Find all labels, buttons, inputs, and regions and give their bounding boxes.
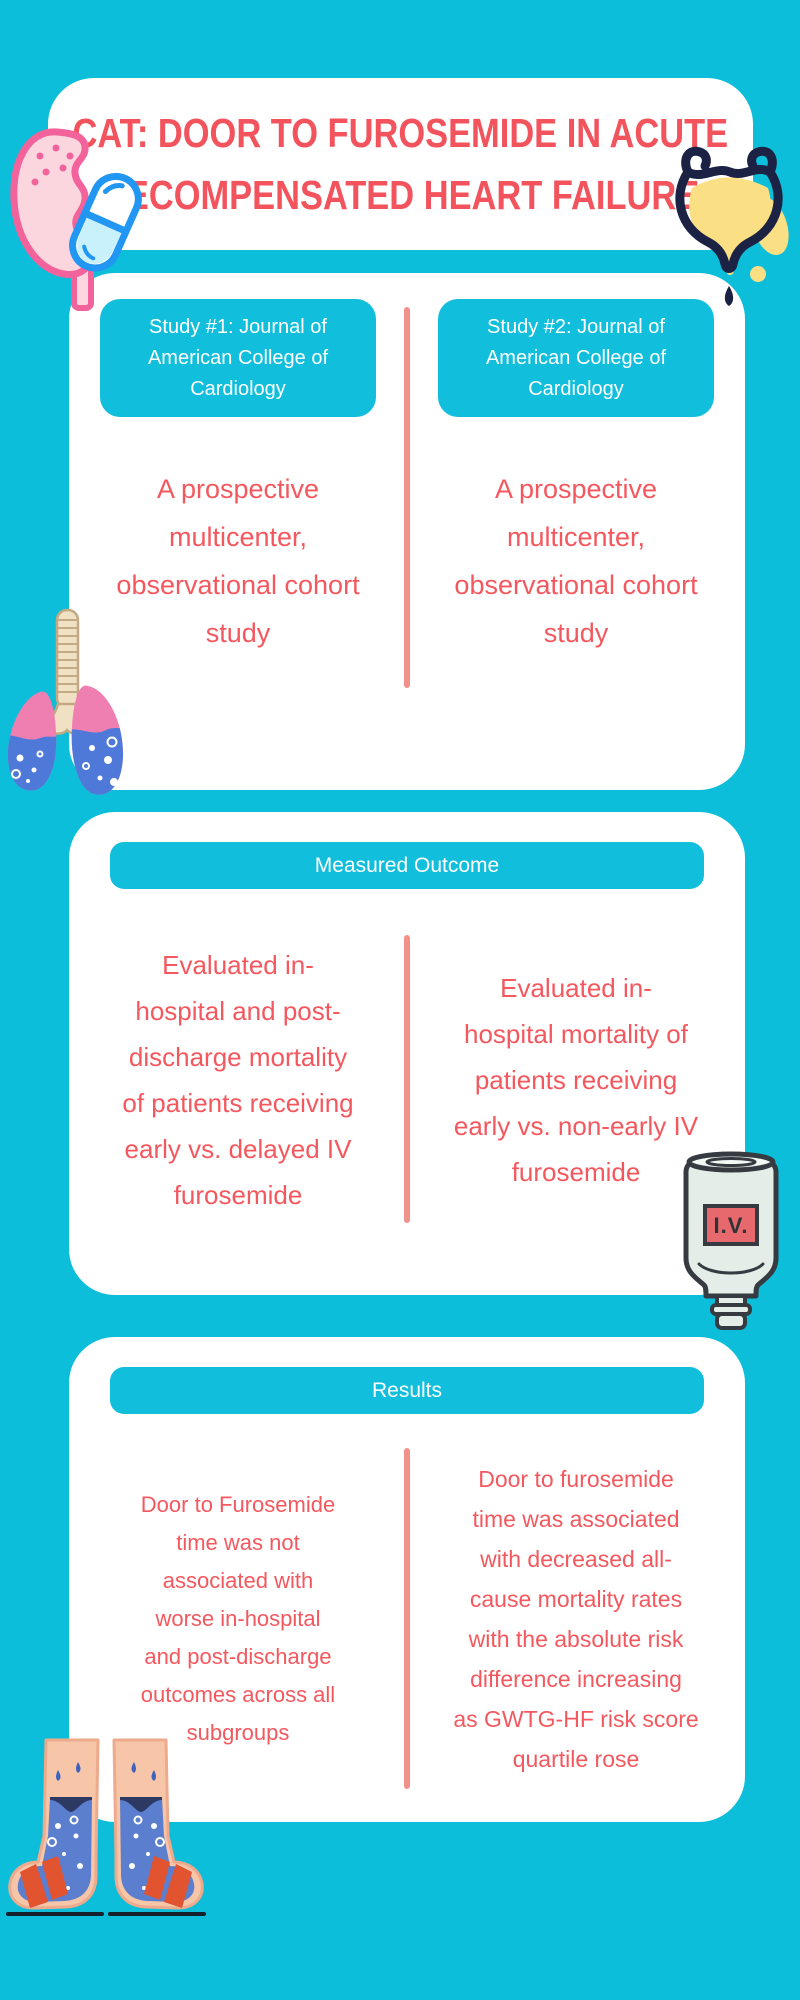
results-study2-column: Door to furosemide time was associated w… — [407, 1448, 745, 1789]
study1-badge: Study #1: Journal of American College of… — [100, 299, 376, 417]
outcome-columns: Evaluated in- hospital and post- dischar… — [69, 935, 745, 1225]
study2-badge: Study #2: Journal of American College of… — [438, 299, 714, 417]
bottle-top — [686, 1151, 776, 1173]
results-columns: Door to Furosemide time was not associat… — [69, 1448, 745, 1789]
measured-outcome-card: Measured Outcome Evaluated in- hospital … — [69, 812, 745, 1295]
results-card: Results Door to Furosemide time was not … — [69, 1337, 745, 1822]
page-title-line1: CAT: DOOR TO FUROSEMIDE IN ACUTE — [72, 110, 729, 156]
fluid-bubbles — [16, 745, 118, 786]
study2-design-text: A prospective multicenter, observational… — [454, 474, 698, 648]
kidney-dots — [31, 144, 74, 186]
measured-outcome-header: Measured Outcome — [110, 842, 704, 889]
left-leg — [6, 1738, 104, 1916]
outcome-study2-text: Evaluated in- hospital mortality of pati… — [453, 973, 699, 1187]
iv-bottle-icon: I.V. — [683, 1151, 779, 1330]
iv-label-text: I.V. — [714, 1213, 749, 1238]
results-study2-text: Door to furosemide time was associated w… — [453, 1465, 699, 1772]
outcome-study1-column: Evaluated in- hospital and post- dischar… — [69, 935, 407, 1225]
outcome-column-divider — [404, 935, 410, 1223]
study1-design-text: A prospective multicenter, observational… — [116, 474, 360, 648]
bladder-outline — [675, 146, 783, 273]
outcome-study1-text: Evaluated in- hospital and post- dischar… — [122, 950, 354, 1210]
results-study1-column: Door to Furosemide time was not associat… — [69, 1448, 407, 1789]
studies-card: Study #1: Journal of American College of… — [69, 273, 745, 790]
kidney-and-pill-icon — [10, 128, 142, 311]
study2-column: Study #2: Journal of American College of… — [407, 273, 745, 657]
title-card: CAT: DOOR TO FUROSEMIDE IN ACUTE DECOMPE… — [48, 78, 753, 250]
bladder-icon — [675, 146, 789, 306]
pill-icon — [69, 172, 142, 272]
iv-label — [703, 1204, 759, 1246]
bottle-neck — [710, 1294, 752, 1330]
results-study1-text: Door to Furosemide time was not associat… — [140, 1491, 336, 1745]
right-leg — [108, 1738, 206, 1916]
urine-drop-icon — [724, 286, 734, 306]
lungs-icon — [7, 608, 124, 795]
outcome-study2-column: Evaluated in- hospital mortality of pati… — [407, 935, 745, 1225]
results-column-divider — [404, 1448, 410, 1789]
swollen-legs-icon — [6, 1738, 206, 1916]
results-header: Results — [110, 1367, 704, 1414]
page-title-line2: DECOMPENSATED HEART FAILURE — [101, 172, 700, 218]
studies-columns: Study #1: Journal of American College of… — [69, 273, 745, 657]
study1-column: Study #1: Journal of American College of… — [69, 273, 407, 657]
studies-column-divider — [404, 307, 410, 688]
